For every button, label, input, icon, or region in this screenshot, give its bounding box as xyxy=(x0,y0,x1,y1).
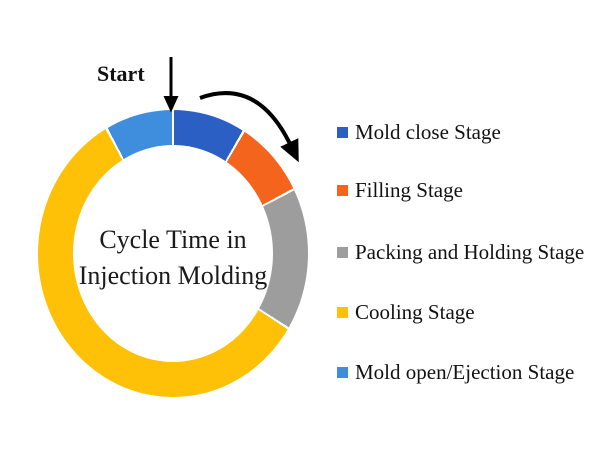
legend-item-filling: Filling Stage xyxy=(337,178,463,202)
legend-swatch-cooling xyxy=(337,306,348,318)
legend-item-cooling: Cooling Stage xyxy=(337,300,475,324)
legend-item-mold-close: Mold close Stage xyxy=(337,120,501,144)
legend-swatch-packing-holding xyxy=(337,246,348,258)
legend-item-packing-holding: Packing and Holding Stage xyxy=(337,240,584,264)
legend-swatch-mold-open-ejection xyxy=(337,366,348,378)
center-title-line1: Cycle Time in xyxy=(99,224,247,254)
donut-chart: Cycle Time in Injection Molding xyxy=(38,110,308,397)
legend-swatch-mold-close xyxy=(337,126,348,138)
legend-item-mold-open-ejection: Mold open/Ejection Stage xyxy=(337,360,574,384)
donut-hole: Cycle Time in Injection Molding xyxy=(73,145,273,362)
center-title-line2: Injection Molding xyxy=(78,260,268,290)
legend-label-packing-holding: Packing and Holding Stage xyxy=(355,239,585,264)
legend-label-mold-close: Mold close Stage xyxy=(355,119,501,144)
legend-label-mold-open-ejection: Mold open/Ejection Stage xyxy=(355,359,575,384)
legend-swatch-filling xyxy=(337,184,348,196)
legend-label-filling: Filling Stage xyxy=(355,177,463,202)
start-label: Start xyxy=(97,61,145,86)
legend-label-cooling: Cooling Stage xyxy=(355,299,475,324)
chart-center-title: Cycle Time in Injection Molding xyxy=(33,222,313,294)
